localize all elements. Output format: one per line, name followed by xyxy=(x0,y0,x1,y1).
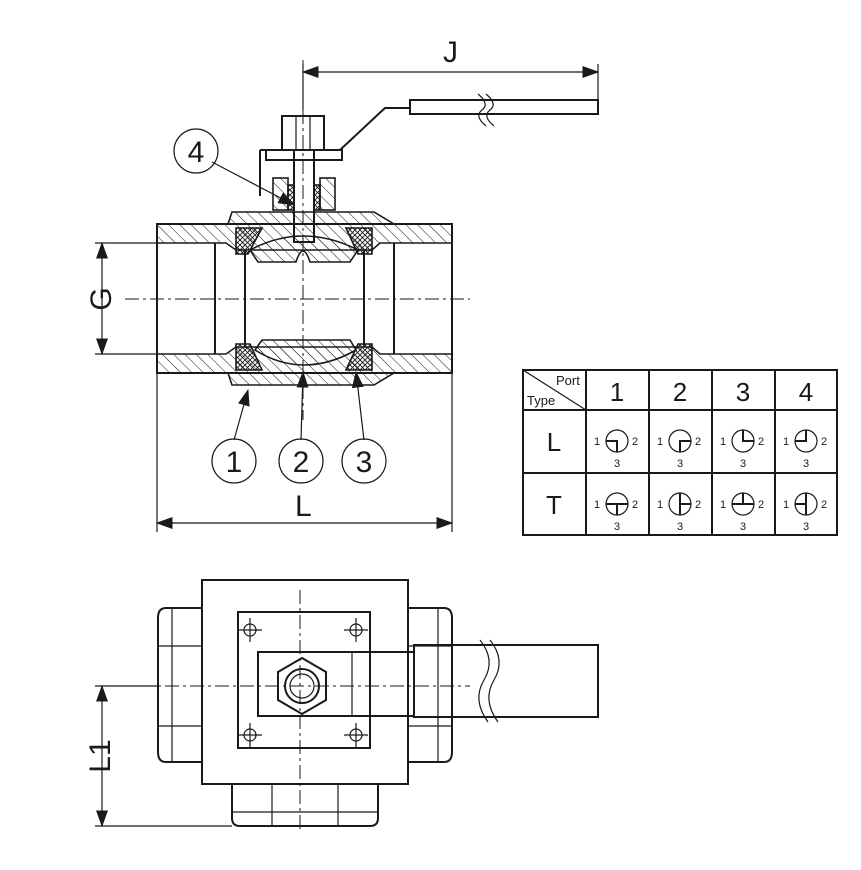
svg-text:2: 2 xyxy=(821,436,827,448)
port-table-frame xyxy=(522,369,838,536)
seat-left-bottom xyxy=(235,343,264,371)
svg-text:4: 4 xyxy=(188,136,205,169)
svg-text:2: 2 xyxy=(758,499,764,511)
svg-text:1: 1 xyxy=(783,499,789,511)
column-2: 2 xyxy=(673,377,687,407)
row-t: T xyxy=(546,490,562,520)
dim-g-label: G xyxy=(85,287,118,310)
mounting-holes xyxy=(238,618,368,747)
seat-right-bottom xyxy=(344,343,373,371)
ball xyxy=(248,235,360,263)
dim-l-label: L xyxy=(295,490,312,523)
svg-text:1: 1 xyxy=(720,436,726,448)
section-view: J G L 1 2 3 4 xyxy=(85,36,600,532)
svg-text:3: 3 xyxy=(803,521,809,533)
symbol-t-1 xyxy=(605,492,629,516)
callout-4: 4 xyxy=(173,128,296,206)
port-table: Port Type 1 2 3 4 L T xyxy=(522,369,838,536)
svg-text:2: 2 xyxy=(695,499,701,511)
svg-text:3: 3 xyxy=(677,458,683,470)
svg-text:3: 3 xyxy=(740,521,746,533)
symbol-l-1 xyxy=(605,429,629,453)
plan-handle-grip xyxy=(413,644,599,718)
column-1: 1 xyxy=(610,377,624,407)
svg-text:1: 1 xyxy=(594,499,600,511)
svg-text:1: 1 xyxy=(657,436,663,448)
svg-text:3: 3 xyxy=(803,458,809,470)
column-3: 3 xyxy=(736,377,750,407)
symbol-t-4 xyxy=(794,492,818,516)
svg-text:2: 2 xyxy=(632,436,638,448)
plan-body xyxy=(201,579,409,785)
mounting-pad xyxy=(237,611,371,749)
plan-port-left xyxy=(157,607,202,763)
svg-text:1: 1 xyxy=(783,436,789,448)
symbol-l-2 xyxy=(668,429,692,453)
callout-1: 1 xyxy=(211,388,257,484)
gland-right xyxy=(319,177,336,211)
row-l: L xyxy=(547,427,561,457)
gland-left xyxy=(272,177,289,211)
plan-handle-base xyxy=(257,651,415,717)
symbol-t-2 xyxy=(668,492,692,516)
svg-text:3: 3 xyxy=(677,521,683,533)
header-port: Port xyxy=(556,373,580,388)
header-type: Type xyxy=(527,393,555,408)
handle-grip xyxy=(409,99,599,115)
svg-text:3: 3 xyxy=(614,521,620,533)
svg-text:1: 1 xyxy=(720,499,726,511)
plan-port-bottom xyxy=(231,784,379,827)
symbol-t-3 xyxy=(731,492,755,516)
seat-right-top xyxy=(344,227,373,255)
dim-l1-label: L1 xyxy=(84,739,117,772)
column-4: 4 xyxy=(799,377,813,407)
seat-left-top xyxy=(235,227,264,255)
plan-port-right xyxy=(408,607,453,763)
svg-text:3: 3 xyxy=(614,458,620,470)
svg-text:3: 3 xyxy=(740,458,746,470)
plan-view: L1 xyxy=(84,579,599,830)
svg-text:1: 1 xyxy=(657,499,663,511)
plan-break-mark xyxy=(478,639,490,723)
svg-text:3: 3 xyxy=(356,446,373,479)
port-numbers: 1 2 3 1 2 3 1 2 3 1 2 3 1 2 3 1 2 3 1 2 … xyxy=(594,436,827,533)
hex-nut xyxy=(277,656,327,716)
break-mark xyxy=(477,93,487,127)
svg-text:2: 2 xyxy=(293,446,310,479)
callout-3: 3 xyxy=(341,370,387,484)
svg-text:1: 1 xyxy=(594,436,600,448)
svg-text:1: 1 xyxy=(226,446,243,479)
symbol-l-4 xyxy=(794,429,818,453)
dim-j-label: J xyxy=(443,36,458,69)
svg-text:2: 2 xyxy=(632,499,638,511)
svg-text:2: 2 xyxy=(695,436,701,448)
svg-text:2: 2 xyxy=(758,436,764,448)
symbol-l-3 xyxy=(731,429,755,453)
callout-2: 2 xyxy=(278,370,324,484)
ball-lower xyxy=(253,339,358,366)
svg-text:2: 2 xyxy=(821,499,827,511)
